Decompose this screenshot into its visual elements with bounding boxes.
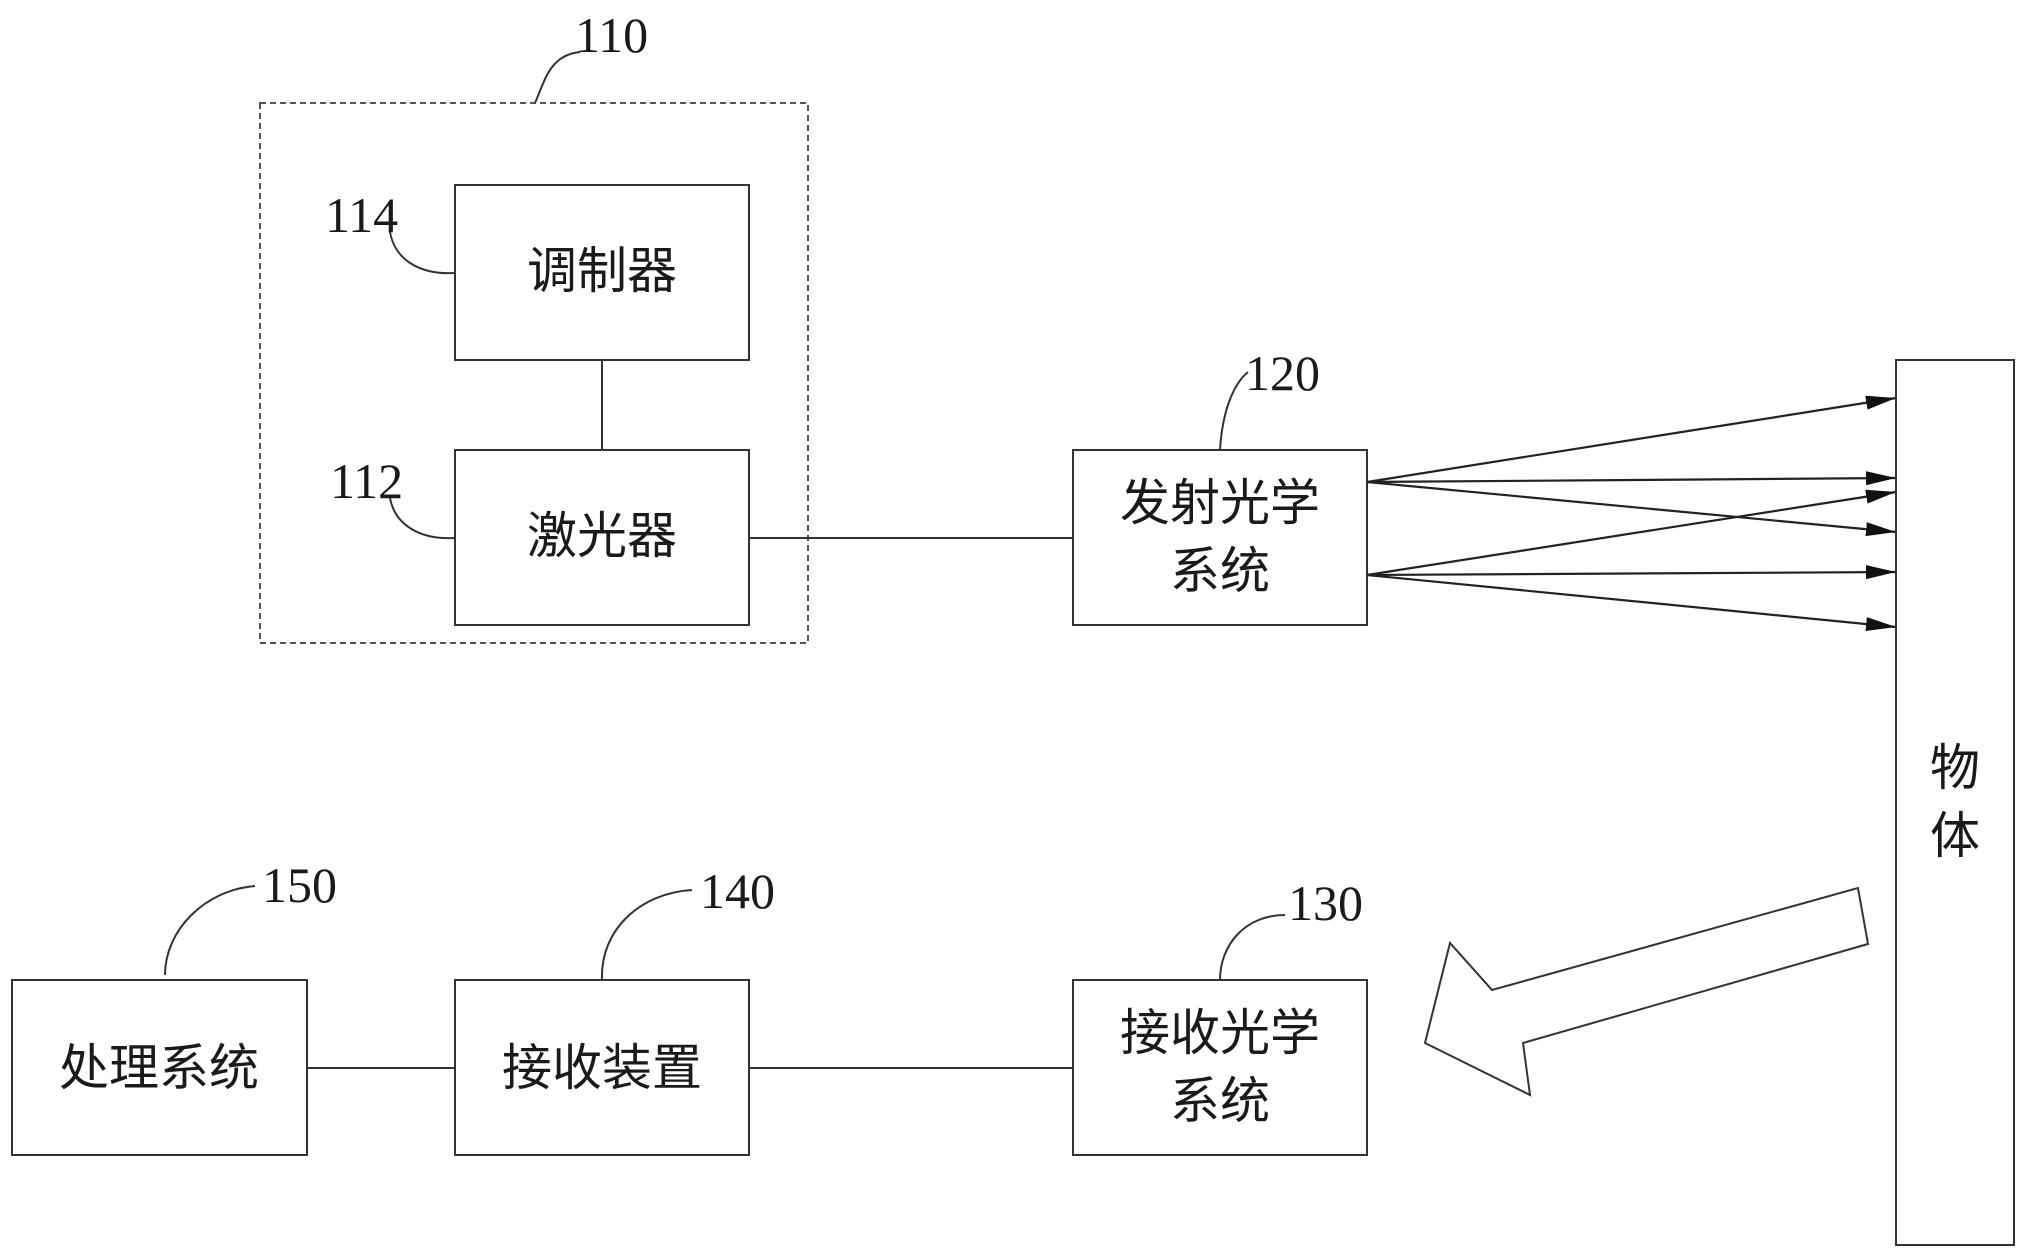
rx-optics-label-line1: 接收光学: [1120, 1004, 1320, 1062]
tx-optics-node[interactable]: 发射光学 系统: [1073, 450, 1367, 625]
leader-150: [165, 886, 255, 975]
ray-3: [1367, 482, 1896, 532]
ref-140: 140: [700, 863, 775, 919]
receiver-node[interactable]: 接收装置: [455, 980, 749, 1155]
ray-1: [1367, 398, 1896, 482]
ray-2: [1367, 478, 1896, 482]
tx-optics-label-line2: 系统: [1170, 542, 1270, 600]
ref-110: 110: [575, 7, 648, 63]
leader-120: [1220, 372, 1248, 450]
laser-node[interactable]: 激光器: [455, 450, 749, 625]
object-label-line1: 物: [1930, 739, 1980, 797]
ref-120: 120: [1245, 345, 1320, 401]
rx-optics-node[interactable]: 接收光学 系统: [1073, 980, 1367, 1155]
object-node[interactable]: 物 体: [1896, 360, 2014, 1245]
ray-6: [1367, 575, 1896, 627]
processor-label: 处理系统: [59, 1039, 259, 1097]
leader-140: [602, 890, 692, 980]
ref-112: 112: [330, 453, 403, 509]
ray-5: [1367, 572, 1896, 575]
emitted-rays: [1367, 398, 1896, 627]
modulator-label: 调制器: [527, 242, 677, 300]
ref-150: 150: [262, 857, 337, 913]
reflected-light-arrow: [1425, 888, 1868, 1095]
leader-114: [390, 232, 455, 273]
rx-optics-label-line2: 系统: [1170, 1072, 1270, 1130]
leader-110: [535, 52, 580, 103]
laser-label: 激光器: [527, 507, 677, 565]
receiver-label: 接收装置: [502, 1039, 702, 1097]
leader-130: [1220, 915, 1285, 980]
processor-node[interactable]: 处理系统: [12, 980, 307, 1155]
modulator-node[interactable]: 调制器: [455, 185, 749, 360]
ray-4: [1367, 492, 1896, 575]
object-label-line2: 体: [1930, 807, 1980, 865]
ref-114: 114: [325, 187, 398, 243]
ref-130: 130: [1288, 875, 1363, 931]
tx-optics-label-line1: 发射光学: [1120, 474, 1320, 532]
